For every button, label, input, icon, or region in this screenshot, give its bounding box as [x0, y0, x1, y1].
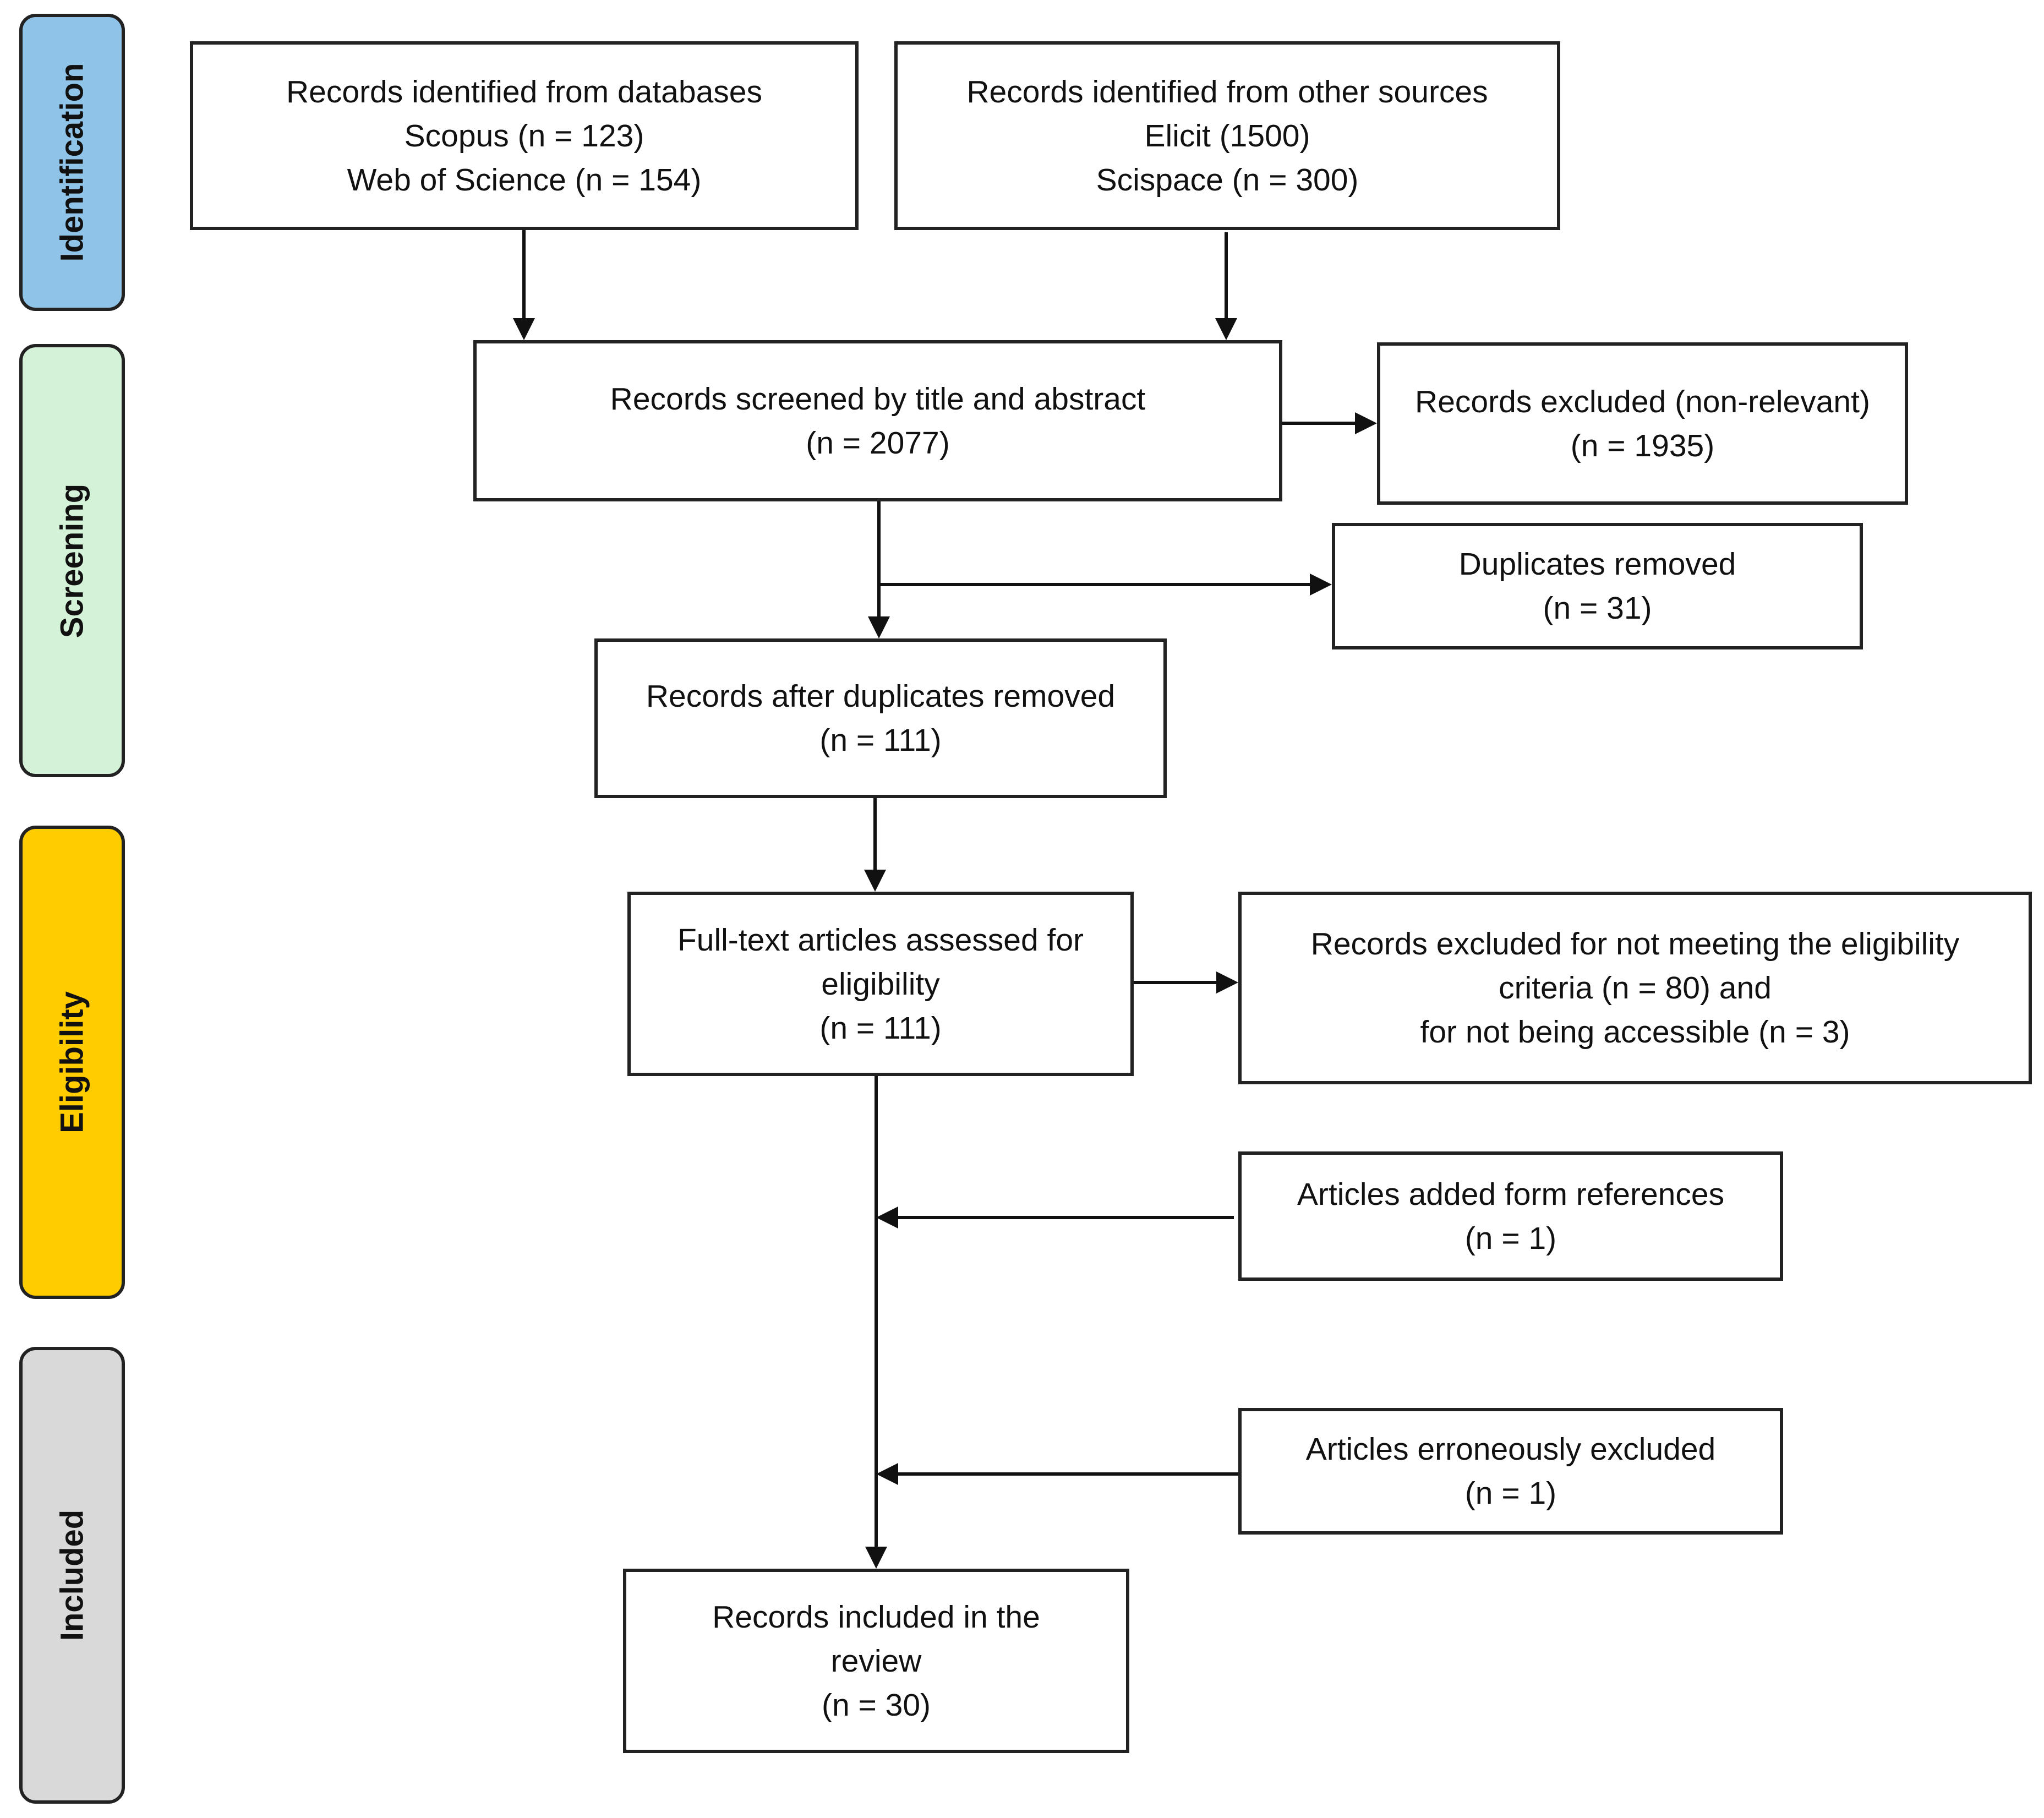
excluded-nonrelevant-line2: (n = 1935) [1570, 428, 1715, 463]
erroneously-excluded-line2: (n = 1) [1464, 1476, 1557, 1511]
databases-line2: Scopus (n = 123) [404, 118, 644, 154]
phase-eligibility: Eligibility [19, 826, 125, 1299]
included-review-line1: Records included in the [712, 1599, 1040, 1635]
excluded-eligibility-line1: Records excluded for not meeting the eli… [1310, 926, 1960, 962]
box-articles-erroneously-excluded: Articles erroneously excluded (n = 1) [1238, 1408, 1783, 1535]
box-records-after-duplicates: Records after duplicates removed (n = 11… [594, 638, 1167, 798]
box-excluded-eligibility: Records excluded for not meeting the eli… [1238, 892, 2032, 1084]
databases-line1: Records identified from databases [286, 74, 762, 110]
box-fulltext-assessed: Full-text articles assessed for eligibil… [627, 892, 1134, 1076]
added-references-line2: (n = 1) [1464, 1220, 1557, 1256]
box-records-from-databases: Records identified from databases Scopus… [190, 41, 859, 230]
after-duplicates-line1: Records after duplicates removed [646, 679, 1116, 714]
box-records-screened: Records screened by title and abstract (… [473, 340, 1282, 501]
other-sources-line3: Scispace (n = 300) [1096, 162, 1359, 198]
included-review-line2: review [830, 1643, 922, 1679]
excluded-eligibility-line3: for not being accessible (n = 3) [1420, 1014, 1850, 1050]
databases-line3: Web of Science (n = 154) [347, 162, 702, 198]
included-review-line3: (n = 30) [821, 1687, 931, 1723]
erroneously-excluded-line1: Articles erroneously excluded [1305, 1432, 1716, 1467]
fulltext-assessed-line3: (n = 111) [819, 1010, 942, 1046]
other-sources-line2: Elicit (1500) [1144, 118, 1310, 154]
phase-screening: Screening [19, 344, 125, 777]
box-duplicates-removed: Duplicates removed (n = 31) [1332, 523, 1863, 649]
duplicates-removed-line2: (n = 31) [1543, 591, 1652, 626]
screened-line2: (n = 2077) [806, 425, 950, 461]
box-records-excluded-nonrelevant: Records excluded (non-relevant) (n = 193… [1377, 342, 1908, 505]
box-records-included: Records included in the review (n = 30) [623, 1569, 1129, 1753]
duplicates-removed-line1: Duplicates removed [1458, 547, 1736, 582]
excluded-eligibility-line2: criteria (n = 80) and [1499, 970, 1772, 1006]
added-references-line1: Articles added form references [1297, 1176, 1725, 1212]
fulltext-assessed-line1: Full-text articles assessed for [677, 922, 1084, 958]
phase-included: Included [19, 1347, 125, 1804]
excluded-nonrelevant-line1: Records excluded (non-relevant) [1415, 384, 1870, 419]
fulltext-assessed-line2: eligibility [821, 966, 940, 1002]
other-sources-line1: Records identified from other sources [966, 74, 1488, 110]
after-duplicates-line2: (n = 111) [819, 723, 942, 758]
screened-line1: Records screened by title and abstract [610, 381, 1146, 417]
phase-identification: Identification [19, 14, 125, 311]
box-records-from-other-sources: Records identified from other sources El… [894, 41, 1560, 230]
box-articles-added-references: Articles added form references (n = 1) [1238, 1151, 1783, 1281]
